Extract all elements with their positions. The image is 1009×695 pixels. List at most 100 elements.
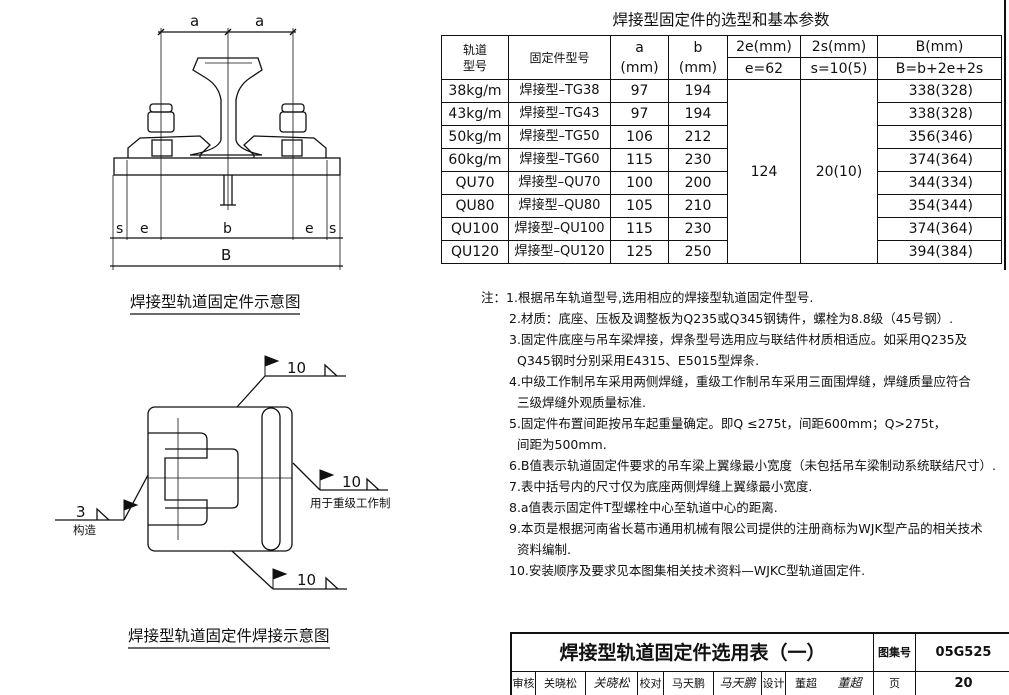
parameter-table: 轨道 型号 固定件型号 a(mm) b(mm) 2e(mm) 2s(mm) B(… [441,35,1002,264]
cell-rail: QU100 [441,217,509,241]
table-row: QU100 焊接型–QU100 115 230 374(364) [441,217,1002,241]
cell-model: 焊接型–TG50 [508,125,611,149]
cell-B: 374(364) [877,148,1002,172]
note-line: 1.根据吊车轨道型号,选用相应的焊接型轨道固定件型号. [506,290,814,305]
dim-s-left: s [116,221,123,237]
cell-a: 106 [610,125,669,149]
note-line: 5.固定件布置间距按吊车起重量确定。即Q ≤275t，间距600mm；Q>275… [509,416,947,431]
table-row: QU120 焊接型–QU120 125 250 394(384) [441,240,1002,264]
checker-name: 马天鹏 [664,672,714,695]
header-b: b (mm) [668,35,728,80]
cell-rail: QU120 [441,240,509,264]
cell-model: 焊接型–TG43 [508,102,611,126]
cell-model: 焊接型–QU80 [508,194,611,218]
cell-B: 394(384) [877,240,1002,264]
dim-e-right: e [305,221,314,237]
cell-B: 338(328) [877,79,1002,103]
table-row: 60kg/m 焊接型–TG60 115 230 374(364) [441,148,1002,172]
dim-B: B [221,246,231,264]
weld-schematic [55,363,388,590]
header-a: a(mm) [610,35,669,80]
notes: 注：1.根据吊车轨道型号,选用相应的焊接型轨道固定件型号. 2.材质：底座、压板… [481,287,996,581]
cell-model: 焊接型–QU120 [508,240,611,264]
cell-a: 97 [610,102,669,126]
header-2s: 2s(mm) [800,35,878,58]
cell-model: 焊接型–QU70 [508,171,611,195]
designer-signature: 董超 [826,672,874,695]
table-row: QU80 焊接型–QU80 105 210 354(344) [441,194,1002,218]
dim-e-left: e [140,221,149,237]
note-line: 9.本页是根据河南省长葛市通用机械有限公司提供的注册商标为WJK型产品的相关技术 [509,521,983,536]
fastener-drawings: a a s e b e s B 焊接型轨道固定件示意图 10 10 用于重级工作… [55,12,391,649]
title-block: 焊接型轨道固定件选用表（一） 图集号 05G525 审核 关晓松 关晓松 校对 … [510,632,1009,695]
cell-b: 212 [668,125,728,149]
page-label: 页 [874,672,916,695]
cell-B: 374(364) [877,217,1002,241]
header-fastener-model: 固定件型号 [508,35,611,80]
weld-left-note: 构造 [73,523,96,537]
note-line: 2.材质：底座、压板及调整板为Q235或Q345钢铸件，螺栓为8.8级（45号钢… [509,311,954,326]
designer-name: 董超 [795,677,817,690]
cell-rail: 38kg/m [441,79,509,103]
cell-B: 338(328) [877,102,1002,126]
dim-a-left: a [190,12,199,30]
dim-a-right: a [255,12,264,30]
header-2e: 2e(mm) [727,35,801,58]
atlas-label: 图集号 [874,634,916,672]
notes-prefix: 注： [481,290,507,305]
header-a-label: a [635,39,644,56]
cell-2e-shared: 124 [727,79,801,264]
cell-rail: 43kg/m [441,102,509,126]
weld-flag-icons [123,355,335,589]
header-B: B(mm) [877,35,1002,58]
weld-right-note: 用于重级工作制 [310,496,391,510]
header-b-unit: (mm) [678,59,718,76]
reviewer-name: 关晓松 [536,672,586,695]
table-row: 50kg/m 焊接型–TG50 106 212 356(346) [441,125,1002,149]
cell-B: 356(346) [877,125,1002,149]
cell-b: 194 [668,102,728,126]
note-line: 10.安装顺序及要求见本图集相关技术资料—WJKC型轨道固定件. [509,563,866,578]
page-number: 20 [954,676,973,691]
note-line: 3.固定件底座与吊车梁焊接，焊条型号选用应与联结件材质相适应。如采用Q235及 [509,332,968,347]
frame-border [1004,0,1006,270]
cell-rail: QU80 [441,194,509,218]
note-line: 间距为500mm. [517,437,607,452]
dim-s-right: s [329,221,336,237]
cell-rail: 50kg/m [441,125,509,149]
cell-rail: 60kg/m [441,148,509,172]
note-line: 6.B值表示轨道固定件要求的吊车梁上翼缘最小宽度（未包括吊车梁制动系统联结尺寸）… [509,458,996,473]
reviewer-signature: 关晓松 [586,672,638,695]
note-line: Q345钢时分别采用E4315、E5015型焊条. [517,353,760,368]
table-row: 38kg/m 焊接型–TG38 97 194 124 20(10) 338(32… [441,79,1002,264]
table-title: 焊接型固定件的选型和基本参数 [612,11,830,29]
design-label: 设计 [762,672,786,695]
cell-b: 250 [668,240,728,264]
cell-B: 344(334) [877,171,1002,195]
dim-b: b [223,221,232,237]
cell-B: 354(344) [877,194,1002,218]
cell-model: 焊接型–QU100 [508,217,611,241]
cell-a: 97 [610,79,669,103]
table-row: 43kg/m 焊接型–TG43 97 194 338(328) [441,102,1002,126]
cell-a: 105 [610,194,669,218]
cell-a: 100 [610,171,669,195]
check-label: 校对 [638,672,664,695]
weld-bottom-size: 10 [297,571,316,589]
cell-rail: QU70 [441,171,509,195]
header-b-label: b [693,39,703,56]
atlas-number: 05G525 [916,634,1009,672]
note-line: 8.a值表示固定件T型螺栓中心至轨道中心的距离. [509,500,778,515]
drawing-title: 焊接型轨道固定件选用表（一） [512,634,874,672]
header-B-formula: B=b+2e+2s [877,57,1002,80]
table-row: QU70 焊接型–QU70 100 200 344(334) [441,171,1002,195]
schematic-caption: 焊接型轨道固定件示意图 [130,292,301,311]
review-label: 审核 [512,672,536,695]
cell-b: 230 [668,217,728,241]
cell-2s-shared: 20(10) [800,79,878,264]
weld-left-size: 3 [76,503,86,521]
cell-b: 194 [668,79,728,103]
cell-a: 115 [610,217,669,241]
weld-caption: 焊接型轨道固定件焊接示意图 [128,626,330,645]
weld-top-size: 10 [287,359,306,377]
